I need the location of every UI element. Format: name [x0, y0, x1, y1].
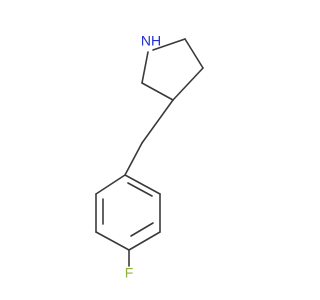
fluorine-label: F	[125, 265, 134, 281]
benzene-bond-4	[95, 231, 130, 251]
bond-c4-c5	[141, 82, 174, 101]
bond-ring-ethyl	[141, 99, 174, 144]
molecule-structure: NH F	[95, 33, 204, 281]
bond-c3-c4	[172, 67, 204, 101]
benzene-double-bond-2	[130, 222, 154, 237]
benzene-double-bond-1	[127, 182, 153, 197]
benzene-bond-6	[95, 174, 126, 195]
bond-n-c2	[152, 38, 186, 51]
benzene-bond-1	[124, 174, 161, 195]
molecule-diagram: NH F	[95, 32, 204, 281]
bond-c5-n	[141, 51, 149, 84]
bond-c2-c3	[184, 38, 204, 69]
bond-ethyl-chain	[124, 142, 143, 176]
benzene-bond-3	[128, 231, 161, 251]
nitrogen-label: NH	[141, 33, 161, 49]
